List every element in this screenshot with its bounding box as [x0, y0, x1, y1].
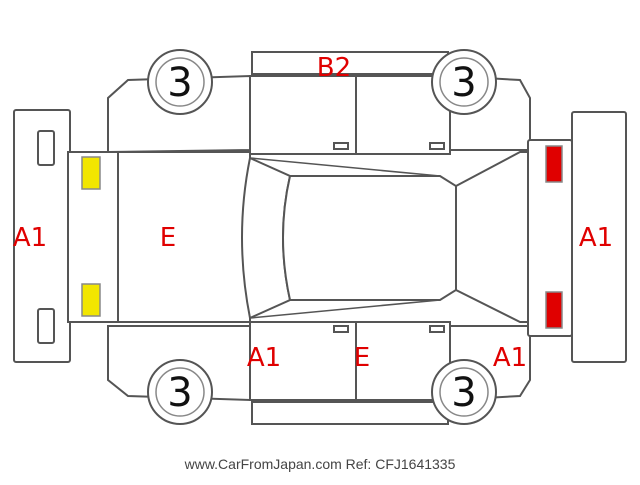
rear-light-bottom	[545, 291, 563, 329]
mark-hood: E	[160, 223, 176, 253]
front-light-top	[81, 156, 101, 190]
rear-light-top	[545, 145, 563, 183]
rear-window	[455, 151, 529, 323]
top-front-door-handle	[333, 142, 349, 150]
roof-edge-bottom	[249, 299, 441, 319]
mark-bottom-rear-fender: A1	[493, 343, 527, 373]
wheel-top-right-number: 3	[451, 60, 476, 106]
wheel-bottom-right-rim	[439, 367, 489, 417]
wheel-top-right: 3	[431, 49, 497, 115]
front-light-bottom	[81, 283, 101, 317]
roof-edge-top	[249, 157, 441, 177]
wheel-bottom-right-number: 3	[451, 370, 476, 416]
mark-bottom-rear-door: E	[354, 343, 370, 373]
wheel-bottom-left-number: 3	[167, 370, 192, 416]
front-bumper-slot-top	[37, 130, 55, 166]
top-front-door	[249, 75, 357, 155]
wheel-top-left-number: 3	[167, 60, 192, 106]
bottom-front-door-handle	[333, 325, 349, 333]
wheel-bottom-left-rim	[155, 367, 205, 417]
wheel-top-right-rim	[439, 57, 489, 107]
wheel-top-left: 3	[147, 49, 213, 115]
trunk-lid	[527, 139, 573, 337]
wheel-bottom-left: 3	[147, 359, 213, 425]
mark-bottom-front-door: A1	[247, 343, 281, 373]
footer-reference: www.CarFromJapan.com Ref: CFJ1641335	[184, 456, 456, 472]
roof	[282, 175, 457, 301]
wheel-bottom-right: 3	[431, 359, 497, 425]
wheel-top-left-rim	[155, 57, 205, 107]
front-bumper-slot-bottom	[37, 308, 55, 344]
mark-front-bumper: A1	[13, 223, 47, 253]
mark-top-panel: B2	[317, 53, 351, 83]
hood	[117, 151, 251, 323]
mark-rear-bumper: A1	[579, 223, 613, 253]
top-rear-door-handle	[429, 142, 445, 150]
bottom-rear-door-handle	[429, 325, 445, 333]
bottom-front-door	[249, 321, 357, 401]
bottom-sill	[251, 401, 449, 425]
